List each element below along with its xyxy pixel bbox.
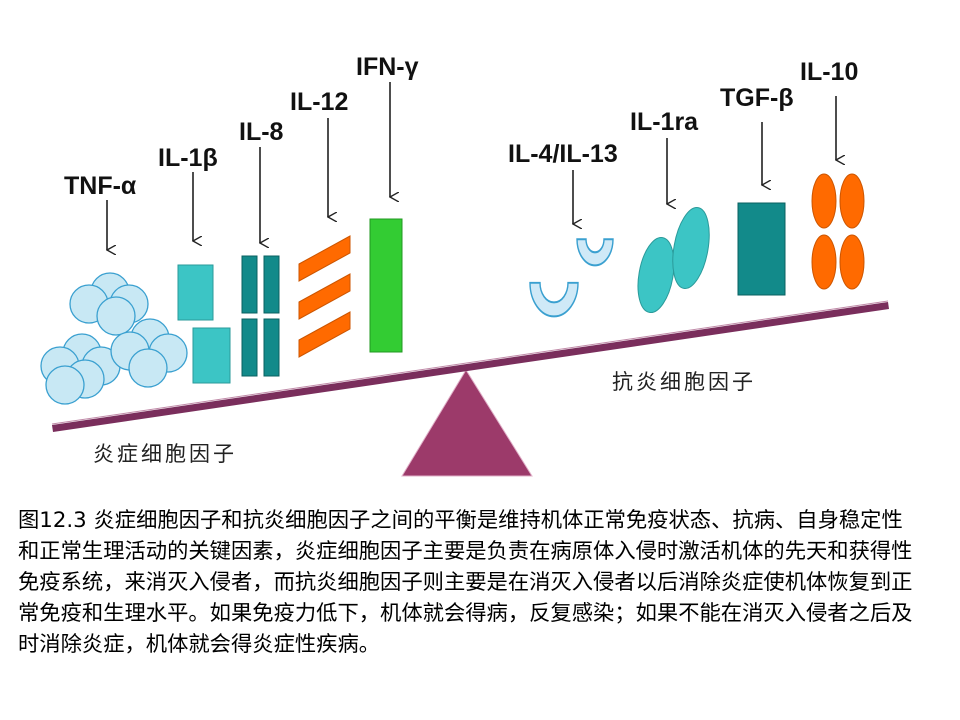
label-tnf-alpha: TNF-α <box>64 172 137 200</box>
il-4-il-13-cells <box>529 238 614 318</box>
label-il-12: IL-12 <box>290 88 348 116</box>
label-il-4-il-13: IL-4/IL-13 <box>508 140 618 168</box>
label-il-1ra: IL-1ra <box>630 108 699 136</box>
figure-caption: 图12.3 炎症细胞因子和抗炎细胞因子之间的平衡是维持机体正常免疫状态、抗病、自… <box>18 508 913 657</box>
tgf-beta-cell <box>737 202 786 296</box>
label-tgf-beta: TGF-β <box>720 84 794 112</box>
il-1ra-cells <box>637 207 710 314</box>
il-8-cells <box>241 255 280 377</box>
label-pro-inflammatory: 炎症细胞因子 <box>93 442 237 466</box>
il-12-cells <box>298 235 351 358</box>
label-ifn-gamma: IFN-γ <box>356 53 419 81</box>
cytokine-balance-diagram: TNF-α IL-1β IL-8 IL-12 IFN-γ IL-4/IL-13 … <box>40 53 889 477</box>
fulcrum-triangle <box>401 369 533 477</box>
balance-beam <box>52 302 889 432</box>
ifn-gamma-cell <box>369 218 403 353</box>
tnf-alpha-cells <box>40 272 188 405</box>
label-anti-inflammatory: 抗炎细胞因子 <box>612 370 756 394</box>
il-1beta-cells <box>177 264 231 384</box>
label-il-10: IL-10 <box>800 58 858 86</box>
label-il-1beta: IL-1β <box>158 144 218 172</box>
il-10-cells <box>811 173 865 290</box>
label-il-8: IL-8 <box>239 118 284 146</box>
